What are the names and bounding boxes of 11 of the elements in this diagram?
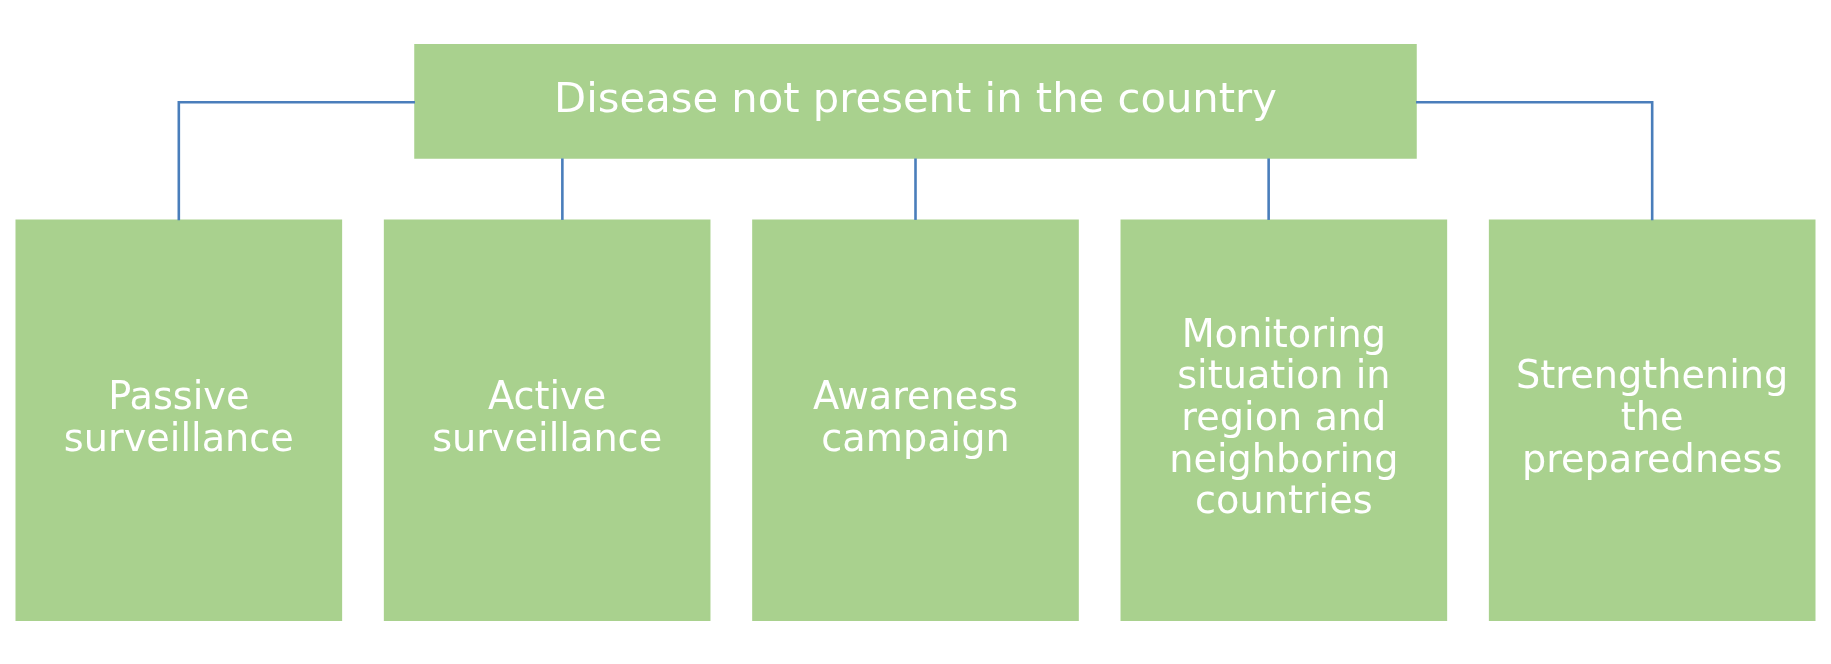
connector	[1416, 100, 1654, 220]
node-box: Passive surveillance	[15, 219, 343, 621]
connector	[177, 100, 415, 220]
node-box: Active surveillance	[383, 219, 711, 621]
connector	[914, 157, 917, 220]
connector	[561, 157, 564, 220]
node-box: Disease not present in the country	[414, 43, 1417, 159]
connector	[1267, 157, 1270, 220]
node-box: Monitoring situation in region and neighboring countries	[1120, 219, 1448, 621]
node-box: Strengthening the preparedness	[1488, 219, 1816, 621]
node-box: Awareness campaign	[752, 219, 1079, 621]
